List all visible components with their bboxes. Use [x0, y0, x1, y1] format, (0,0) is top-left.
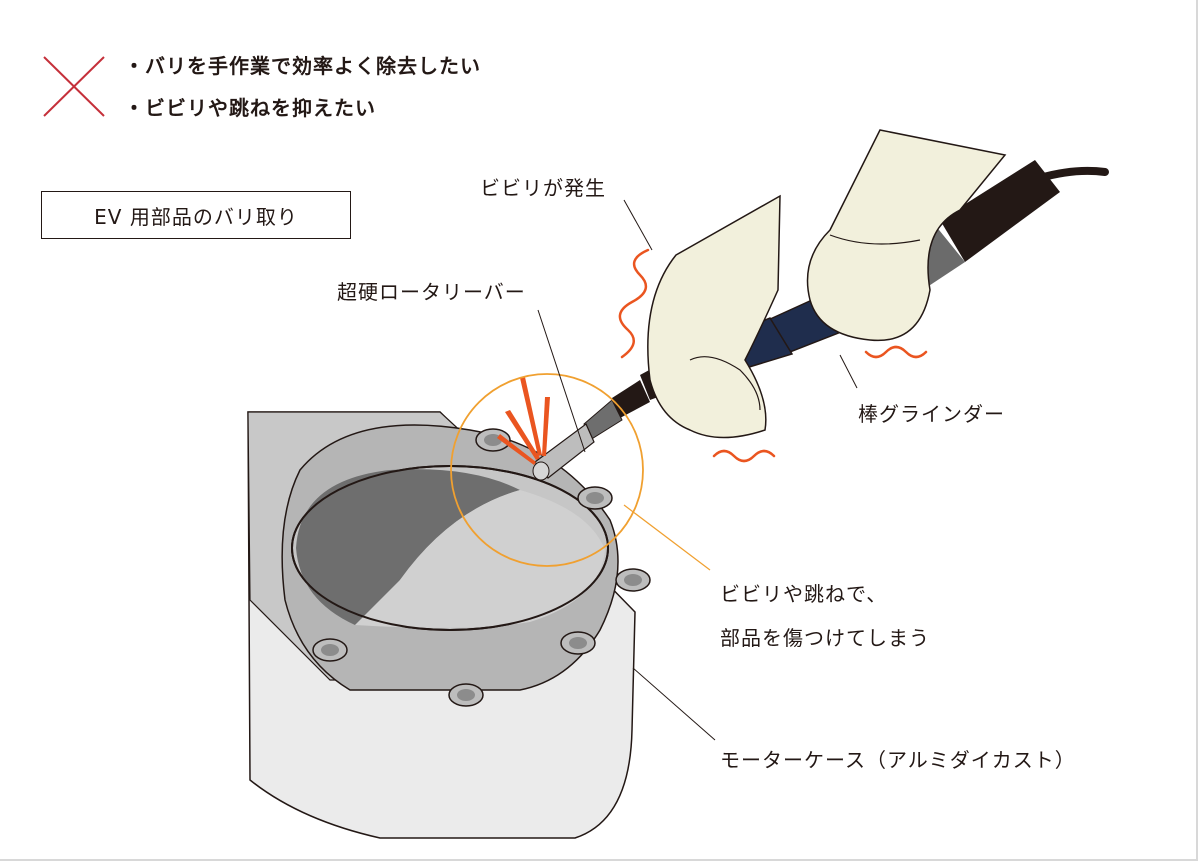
glove-right — [806, 129, 1007, 342]
label-chatter: ビビリが発生 — [480, 176, 606, 200]
vibration-wave-icon — [618, 248, 928, 463]
label-motor-case: モーターケース（アルミダイカスト） — [720, 748, 1076, 772]
spark-icon — [497, 377, 550, 465]
bullet-reduce-chatter: ・ビビリや跳ねを抑えたい — [124, 96, 376, 120]
motor-case — [247, 411, 651, 839]
cross-mark-icon — [43, 56, 105, 117]
label-damage-line2: 部品を傷つけてしまう — [720, 626, 930, 650]
label-damage-line1: ビビリや跳ねで、 — [720, 582, 888, 606]
leader-lines — [537, 199, 858, 741]
label-burr-tool: 超硬ロータリーバー — [337, 280, 526, 304]
glove-left — [647, 194, 781, 439]
grinder — [532, 160, 1060, 481]
bullet-efficient-deburring: ・バリを手作業で効率よく除去したい — [124, 54, 481, 78]
box-title: EV 用部品のバリ取り — [41, 191, 351, 239]
highlight-circle — [450, 373, 644, 567]
label-grinder: 棒グラインダー — [858, 402, 1005, 426]
grinder-cable — [1036, 166, 1109, 182]
damage-leader — [623, 504, 711, 571]
